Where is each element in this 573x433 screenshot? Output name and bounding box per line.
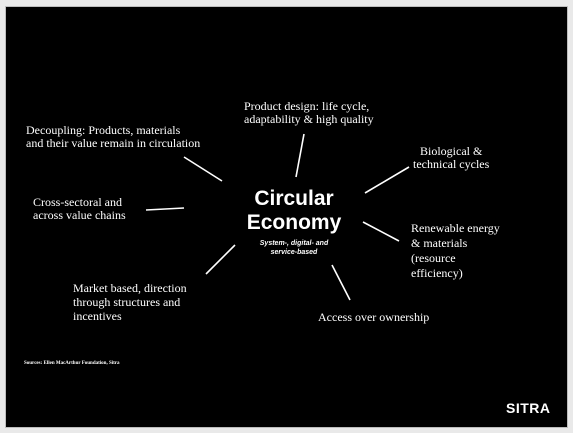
- sitra-logo: SITRA: [506, 400, 551, 416]
- center-subtitle-line-2: service-based: [270, 249, 318, 256]
- slide: Circular Economy System-, digital- and s…: [5, 6, 568, 428]
- node-bio-tech-line: Biological &: [419, 144, 483, 158]
- node-product-design-line: Product design: life cycle,: [244, 99, 370, 113]
- spoke-product-design: [295, 133, 305, 178]
- center-title: Circular Economy: [236, 187, 352, 235]
- center-title-line-1: Circular: [254, 187, 334, 210]
- spoke-renewable: [362, 221, 400, 242]
- center-subtitle: System-, digital- and service-based: [236, 239, 352, 257]
- node-cross-sectoral-line: Cross-sectoral and: [33, 195, 122, 209]
- spoke-decoupling: [183, 156, 223, 182]
- node-cross-sectoral: Cross-sectoral and across value chains: [33, 196, 126, 222]
- spoke-bio-tech: [364, 166, 410, 194]
- node-decoupling: Decoupling: Products, materials and thei…: [26, 124, 200, 150]
- node-access: Access over ownership: [318, 311, 429, 324]
- node-cross-sectoral-line: across value chains: [33, 208, 126, 222]
- node-renewable-line: (resource: [411, 251, 456, 265]
- node-renewable: Renewable energy & materials (resource e…: [411, 221, 500, 281]
- node-renewable-line: efficiency): [411, 266, 463, 280]
- node-market: Market based, direction through structur…: [73, 281, 187, 323]
- node-bio-tech-line: technical cycles: [413, 157, 490, 171]
- node-market-line: through structures and: [73, 295, 181, 309]
- spoke-market: [205, 244, 236, 275]
- node-product-design-line: adaptability & high quality: [244, 112, 374, 126]
- node-decoupling-line: and their value remain in circulation: [26, 136, 201, 150]
- node-access-line: Access over ownership: [318, 310, 430, 324]
- node-decoupling-line: Decoupling: Products, materials: [26, 123, 181, 137]
- node-market-line: incentives: [73, 309, 122, 323]
- sources-note: Sources: Ellen MacArthur Foundation, Sit…: [24, 361, 120, 366]
- spoke-access: [331, 264, 351, 301]
- center-title-line-2: Economy: [246, 211, 342, 234]
- node-bio-tech: Biological & technical cycles: [413, 145, 489, 171]
- node-product-design: Product design: life cycle, adaptability…: [244, 100, 374, 126]
- node-renewable-line: Renewable energy: [411, 221, 500, 235]
- spoke-lines: [145, 133, 410, 301]
- center-subtitle-line-1: System-, digital- and: [259, 240, 329, 247]
- spoke-cross-sectoral: [145, 207, 185, 211]
- node-renewable-line: & materials: [411, 236, 468, 250]
- node-market-line: Market based, direction: [73, 281, 187, 295]
